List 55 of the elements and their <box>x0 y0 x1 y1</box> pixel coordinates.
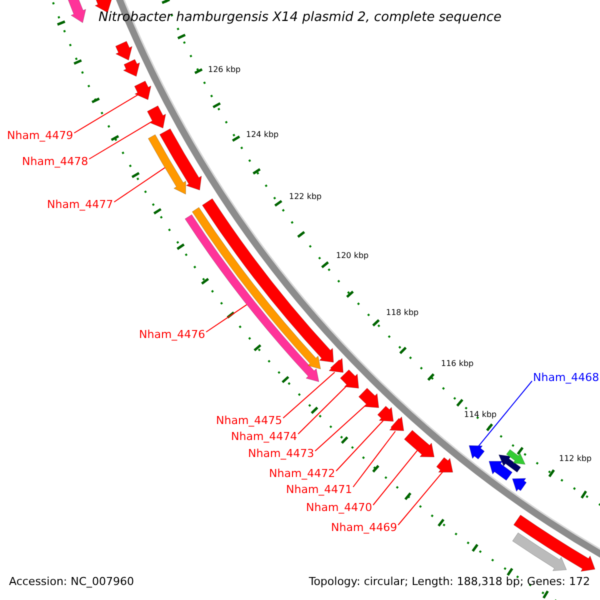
gene-segment <box>506 449 526 465</box>
gene-segment <box>115 41 132 60</box>
gene-segment <box>513 514 596 572</box>
gene-segment <box>358 388 380 408</box>
gene-label: Nham_4470 <box>306 502 372 513</box>
gene-segment <box>436 457 454 472</box>
leader-line <box>352 430 396 488</box>
leader-line <box>398 471 444 526</box>
leader-line <box>478 380 532 447</box>
gene-segment <box>123 59 140 77</box>
gene-segment <box>404 430 434 458</box>
tick-label: 124 kbp <box>246 131 279 139</box>
gene-label: Nham_4477 <box>47 199 114 210</box>
gene-segment <box>148 134 186 194</box>
accession-text: Accession: NC_007960 <box>9 576 134 587</box>
gene-segment <box>512 532 567 572</box>
gene-label: Nham_4476 <box>139 329 206 340</box>
gene-segment <box>488 460 512 481</box>
leader-line <box>114 167 166 202</box>
gene-segment <box>159 128 202 190</box>
tick-label: 112 kbp <box>559 455 592 463</box>
gene-label: Nham_4469 <box>331 522 398 533</box>
map-title: Nitrobacter hamburgensis X14 plasmid 2, complete sequence <box>97 11 503 24</box>
gene-segment <box>498 454 521 472</box>
leader-line <box>298 384 348 434</box>
leader-line <box>88 120 153 160</box>
gene-label: Nham_4473 <box>248 448 314 459</box>
gene-segment <box>377 406 394 422</box>
gene-label: Nham_4471 <box>286 484 352 495</box>
gene-segment <box>134 80 152 100</box>
gene-label: Nham_4472 <box>269 468 336 479</box>
gene-segment <box>512 478 527 492</box>
leader-line <box>74 94 139 134</box>
leader-line <box>282 372 336 418</box>
gene-segment <box>328 358 344 373</box>
gene-label: Nham_4475 <box>216 415 282 426</box>
leader-line <box>206 304 248 332</box>
gene-label: Nham_4478 <box>22 156 88 167</box>
tick-label: 126 kbp <box>208 66 241 74</box>
gene-segment <box>340 369 359 388</box>
leader-line <box>372 450 418 506</box>
tick-label: 114 kbp <box>464 411 497 419</box>
tick-label: 116 kbp <box>441 360 474 368</box>
gene-segment <box>147 106 166 128</box>
tick-label: 120 kbp <box>336 252 369 260</box>
leader-line <box>314 404 368 452</box>
gene-segment <box>389 416 404 432</box>
tick-label: 122 kbp <box>289 193 322 201</box>
tick-label: 118 kbp <box>386 309 419 317</box>
gene-label: Nham_4479 <box>7 130 74 141</box>
leader-line <box>336 420 384 472</box>
gene-label: Nham_4474 <box>231 431 298 442</box>
gene-label: Nham_4468 <box>533 372 600 383</box>
gene-segment <box>468 445 485 460</box>
summary-text: Topology: circular; Length: 188,318 bp; Genes: 172 <box>308 576 590 587</box>
